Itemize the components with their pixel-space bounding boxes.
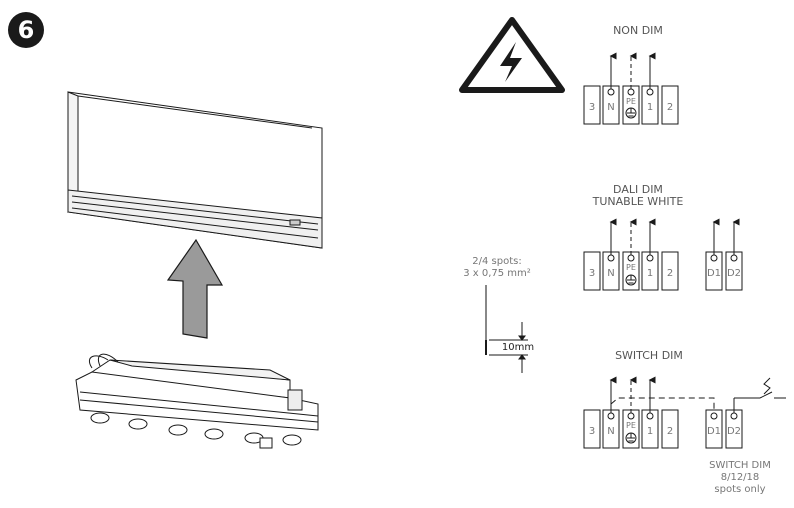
step-number-badge: 6 — [8, 12, 44, 48]
terminal-3-label: 3 — [588, 268, 596, 279]
terminal-3-label: 3 — [588, 426, 596, 437]
terminal-pe-label: PE — [626, 421, 636, 430]
terminal-n-label: N — [607, 102, 615, 113]
dali-dim-subtitle: TUNABLE WHITE — [592, 195, 684, 208]
terminal-d2-label: D2 — [726, 426, 742, 437]
terminal-n-label: N — [607, 426, 615, 437]
terminal-d1-label: D1 — [706, 268, 722, 279]
terminal-d2-label: D2 — [726, 268, 742, 279]
switch-dim-note-spots: 8/12/18 — [720, 472, 760, 483]
track-adapter-module — [75, 353, 319, 449]
switch-dim-title: SWITCH DIM — [615, 349, 683, 362]
cable-strip-detail — [485, 285, 528, 373]
upward-arrow-icon — [166, 238, 224, 339]
terminal-2-label: 2 — [666, 268, 674, 279]
step-number: 6 — [17, 16, 35, 44]
terminal-d1-label: D1 — [706, 426, 722, 437]
switch-dim-terminal-block — [583, 376, 786, 449]
non-dim-title: NON DIM — [613, 24, 663, 37]
terminal-3-label: 3 — [588, 102, 596, 113]
non-dim-terminal-block — [583, 52, 679, 125]
high-voltage-warning-icon — [459, 17, 565, 93]
terminal-1-label: 1 — [646, 102, 654, 113]
terminal-pe-label: PE — [626, 263, 636, 272]
cable-spec-line1: 2/4 spots: — [472, 256, 522, 267]
terminal-1-label: 1 — [646, 268, 654, 279]
terminal-2-label: 2 — [666, 102, 674, 113]
switch-dim-note-title: SWITCH DIM — [709, 460, 771, 471]
terminal-2-label: 2 — [666, 426, 674, 437]
strip-length-label: 10mm — [501, 342, 535, 353]
dali-dim-title: DALI DIM — [613, 183, 663, 196]
terminal-n-label: N — [607, 268, 615, 279]
cable-spec-line2: 3 x 0,75 mm² — [463, 268, 531, 279]
dali-dim-terminal-block — [583, 218, 743, 291]
switch-icon — [763, 377, 771, 395]
terminal-pe-label: PE — [626, 97, 636, 106]
luminaire-housing — [67, 91, 323, 249]
switch-dim-note-only: spots only — [714, 484, 766, 495]
terminal-1-label: 1 — [646, 426, 654, 437]
